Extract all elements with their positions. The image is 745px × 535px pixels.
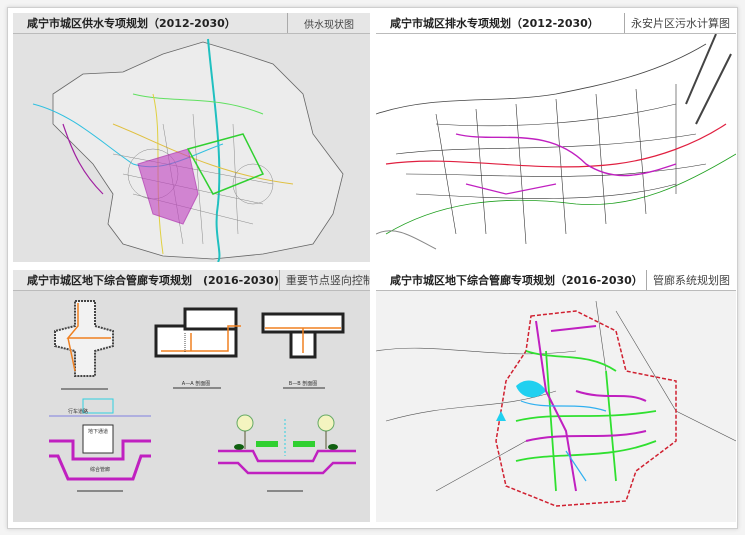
panel-header: 咸宁市城区排水专项规划（2012-2030） 永安片区污水计算图 [376,13,736,34]
corridor-system-map [376,291,736,522]
collage-frame: 咸宁市城区供水专项规划（2012-2030） 供水现状图 [7,7,738,529]
panel-header: 咸宁市城区地下综合管廊专项规划（2016-2030） 管廊系统规划图 [376,270,736,291]
panel-title: 咸宁市城区地下综合管廊专项规划（2016-2030） [390,274,643,287]
panel-header: 咸宁市城区地下综合管廊专项规划 (2016-2030) 重要节点竖向控制图 [13,270,370,291]
panel-water-supply: 咸宁市城区供水专项规划（2012-2030） 供水现状图 [13,13,370,262]
section-b-b-label: B—B 剖面图 [289,380,317,387]
panel-subtitle: 重要节点竖向控制图 [278,270,370,290]
panel-title: 咸宁市城区地下综合管廊专项规划 (2016-2030) [27,274,279,287]
junction-plan [54,300,114,390]
panel-header: 咸宁市城区供水专项规划（2012-2030） 供水现状图 [13,13,370,34]
panel-corridor-system: 咸宁市城区地下综合管廊专项规划（2016-2030） 管廊系统规划图 [376,270,736,522]
tunnel-label: 地下通道 [88,428,108,435]
tunnel-section: 行车道路 地下通道 综合管廊 [49,398,151,492]
panel-corridor-sections: 咸宁市城区地下综合管廊专项规划 (2016-2030) 重要节点竖向控制图 [13,270,370,522]
section-b-b: B—B 剖面图 [261,312,345,389]
road-label: 行车道路 [68,408,88,415]
corridor-label: 综合管廊 [90,466,110,473]
section-a-a: A—A 剖面图 [154,307,241,389]
panel-drainage: 咸宁市城区排水专项规划（2012-2030） 永安片区污水计算图 [376,13,736,262]
section-a-a-label: A—A 剖面图 [182,380,210,387]
panel-subtitle: 永安片区污水计算图 [624,13,736,33]
panel-subtitle: 供水现状图 [287,13,370,33]
road-section [218,414,356,492]
water-supply-map [13,34,370,262]
panel-subtitle: 管廊系统规划图 [646,270,736,290]
drainage-map [376,34,736,262]
section-drawings: A—A 剖面图 B—B 剖面图 行车道路 地下通道 [13,291,370,522]
panel-title: 咸宁市城区供水专项规划（2012-2030） [27,17,236,30]
panel-title: 咸宁市城区排水专项规划（2012-2030） [390,17,599,30]
